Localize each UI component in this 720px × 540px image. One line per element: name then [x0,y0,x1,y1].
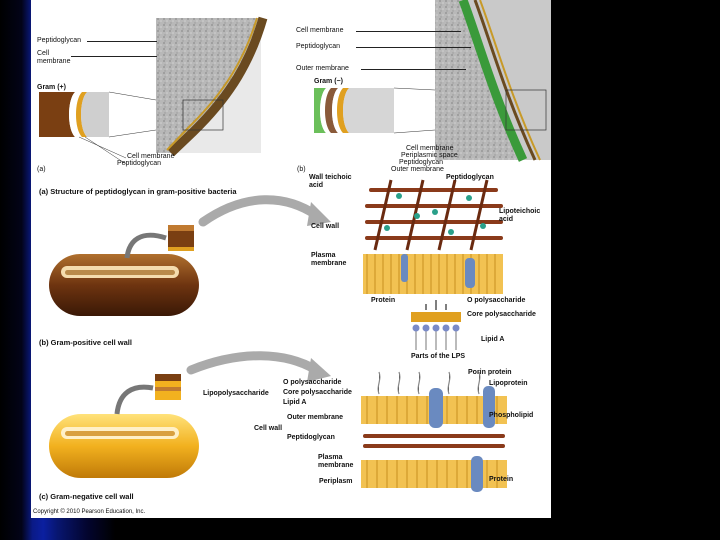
label-cell-membrane-right: Cell membrane [296,27,344,34]
label-core-polysaccharide-b: Core polysaccharide [467,311,536,318]
label-peptidoglycan-top: Peptidoglycan [37,37,81,44]
label-cell-wall-a: Cell wall [311,223,340,230]
label-lipid-a-b: Lipid A [481,336,505,343]
label-lipid-a-c: Lipid A [283,399,307,406]
label-peptidoglycan-bottom: Peptidoglycan [117,160,161,167]
label-o-polysaccharide-c: O polysaccharide [283,379,342,386]
label-porin-protein: Porin protein [468,369,512,376]
gram-negative-cell [49,351,331,478]
lps-molecule [411,300,461,350]
label-protein-c: Protein [489,476,514,483]
label-peptidoglycan-c: Peptidoglycan [287,434,335,441]
label-cell-wall-c: Cell wall [254,425,283,432]
panel-letter-a: (a) [37,166,46,173]
leader-line [356,31,461,32]
label-protein-a: Protein [371,297,396,304]
caption-panel-a: (a) Structure of peptidoglycan in gram-p… [39,187,237,196]
leader-line [361,69,466,70]
label-cell-membrane-top: Cell membrane [37,50,71,65]
label-lipoprotein: Lipoprotein [489,380,528,387]
label-gram-positive: Gram (+) [37,84,66,91]
copyright-notice: Copyright © 2010 Pearson Education, Inc. [33,509,146,515]
label-o-polysaccharide-b: O polysaccharide [467,297,526,304]
label-phospholipid: Phospholipid [489,412,534,419]
label-outer-membrane-right-bottom: Outer membrane [391,166,444,173]
label-plasma-membrane-a: Plasma membrane [311,252,347,267]
label-peptidoglycan-right: Peptidoglycan [296,43,340,50]
label-gram-negative: Gram (−) [314,78,343,85]
figure-artwork [39,0,551,492]
label-periplasmic-space: Periplasmic space [401,152,458,159]
label-wall-teichoic-acid: Wall teichoic acid [309,174,352,189]
leader-line [356,47,471,48]
label-periplasm: Periplasm [319,478,353,485]
label-lipopolysaccharide: Lipopolysaccharide [203,390,269,397]
label-parts-of-lps: Parts of the LPS [411,353,466,360]
label-plasma-membrane-c: Plasma membrane [318,454,354,469]
label-cell-membrane-right-bottom: Cell membrane [406,145,454,152]
label-peptidoglycan-a: Peptidoglycan [446,174,494,181]
gram-negative-micrograph [435,0,551,162]
leader-line [71,56,157,57]
label-peptidoglycan-right-bottom: Peptidoglycan [399,159,443,166]
label-outer-membrane-right: Outer membrane [296,65,349,72]
label-lipoteichoic-acid: Lipoteichoic acid [499,208,541,223]
gram-negative-diagram [314,87,436,134]
gram-negative-wall-lattice [361,371,507,492]
cell-wall-figure: Peptidoglycan Cell membrane Gram (+) Cel… [31,0,551,518]
leader-line [87,41,157,42]
caption-panel-b: (b) Gram-positive cell wall [39,338,132,347]
label-core-polysaccharide-c: Core polysaccharide [283,389,352,396]
label-cell-membrane-bottom: Cell membrane [127,153,175,160]
slide-background [552,0,720,540]
gram-positive-wall-lattice [363,179,503,294]
label-outer-membrane-c: Outer membrane [287,414,344,421]
gram-positive-diagram [39,91,157,165]
gram-positive-cell [49,195,331,316]
panel-letter-b: (b) [297,166,306,173]
gram-positive-micrograph [156,16,268,157]
caption-panel-c: (c) Gram-negative cell wall [39,492,134,501]
